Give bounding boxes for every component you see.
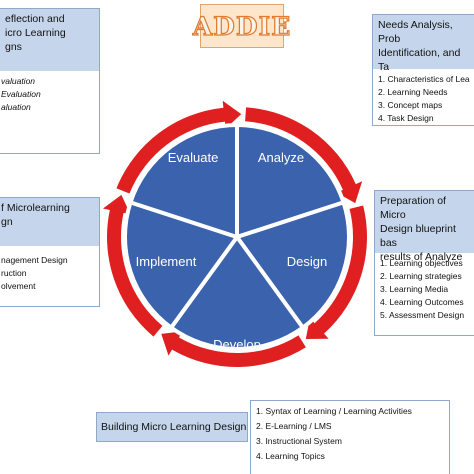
wheel-segment-develop <box>168 233 306 351</box>
design-box-heading: Preparation of Micro Design blueprint ba… <box>375 191 474 263</box>
evaluate-box-list: valuation Evaluation aluation <box>0 71 99 116</box>
design-box-list: 1. Learning objectives 2. Learning strat… <box>375 253 474 324</box>
cycle-arrow-segment <box>102 194 163 337</box>
phase-analyze-label: Analyze <box>258 150 304 165</box>
cycle-arrow-segment <box>245 107 363 204</box>
cycle-arrow-segment <box>116 100 242 194</box>
cycle-arrow-ring <box>102 100 368 367</box>
phase-wheel <box>123 122 351 351</box>
list-item: olvement <box>1 281 36 291</box>
list-item: 2. Learning strategies <box>380 271 462 281</box>
list-item: Evaluation <box>1 89 41 99</box>
implement-box-list: nagement Design ruction olvement <box>0 246 99 295</box>
phase-develop-label: Develop <box>213 337 261 352</box>
analyze-box-heading: Needs Analysis, Prob Identification, and… <box>373 15 474 73</box>
phase-labels: Evaluate Analyze Design Develop Implemen… <box>136 150 328 352</box>
phase-evaluate-label: Evaluate <box>168 150 219 165</box>
list-item: aluation <box>1 102 31 112</box>
list-item: valuation <box>1 76 36 86</box>
list-item: 3. Learning Media <box>380 284 449 294</box>
list-item: 3. Concept maps <box>378 100 443 110</box>
list-item: 2. Learning Needs <box>378 87 448 97</box>
list-item: 4. Learning Topics <box>256 451 325 461</box>
develop-box: 1. Syntax of Learning / Learning Activit… <box>250 400 450 474</box>
addie-title: ADDIE <box>192 4 291 48</box>
wheel-segment-design <box>233 199 351 331</box>
list-item: 1. Learning objectives <box>380 258 463 268</box>
design-box: Preparation of Micro Design blueprint ba… <box>374 190 474 336</box>
list-item: 4. Learning Outcomes <box>380 297 464 307</box>
wheel-segment-evaluate <box>127 122 239 240</box>
develop-box-list: 1. Syntax of Learning / Learning Activit… <box>251 401 449 466</box>
list-item: nagement Design <box>1 255 68 265</box>
evaluate-box-heading: eflection and icro Learning gns <box>0 9 99 71</box>
cycle-arrow-segment <box>305 205 368 339</box>
cycle-arrow-segment <box>161 331 306 367</box>
implement-box: f Microlearning gn nagement Design ructi… <box>0 197 100 307</box>
implement-box-heading: f Microlearning gn <box>0 198 99 246</box>
analyze-box: Needs Analysis, Prob Identification, and… <box>372 14 474 126</box>
list-item: 5. Assessment Design <box>380 310 465 320</box>
evaluate-box: eflection and icro Learning gns valuatio… <box>0 8 100 154</box>
list-item: ruction <box>1 268 27 278</box>
list-item: 4. Task Design <box>378 113 434 123</box>
develop-box-heading: Building Micro Learning Design <box>96 412 248 442</box>
list-item: 1. Syntax of Learning / Learning Activit… <box>256 406 412 416</box>
analyze-box-list: 1. Characteristics of Lea 2. Learning Ne… <box>373 69 474 125</box>
phase-design-label: Design <box>287 254 327 269</box>
list-item: 3. Instructional System <box>256 436 342 446</box>
list-item: 1. Characteristics of Lea <box>378 74 470 84</box>
addie-title-text: ADDIE <box>192 11 292 41</box>
list-item: 2. E-Learning / LMS <box>256 421 332 431</box>
phase-implement-label: Implement <box>136 254 197 269</box>
wheel-segment-implement <box>123 199 241 331</box>
